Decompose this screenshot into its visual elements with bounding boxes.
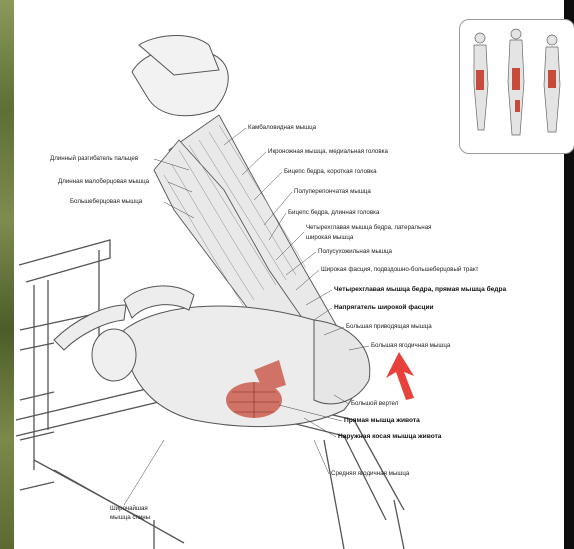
anatomy-figure: Длинный разгибатель пальцев Длинная мало… (14, 0, 564, 549)
red-arrow (386, 352, 414, 400)
label-semitendinosus: Полусухожильная мышца (318, 249, 392, 255)
label-adductor-magnus: Большая приводящая мышца (346, 324, 432, 330)
label-gluteus-medius: Средняя ягодичная мышца (331, 471, 409, 477)
inset-muscle-figures (459, 19, 574, 154)
label-extensor-digitorum-longus: Длинный разгибатель пальцев (50, 156, 138, 162)
head (92, 329, 136, 381)
label-rectus-abdominis: Прямая мышца живота (344, 418, 420, 425)
label-greater-trochanter: Большой вертел (351, 401, 398, 407)
label-latissimus-dorsi-1: Широчайшая (110, 506, 148, 512)
label-peroneus-longus: Длинная малоберцовая мышца (58, 179, 149, 185)
label-external-oblique: Наружная косая мышца живота (338, 434, 441, 441)
label-biceps-femoris-short: Бицепс бедра, короткая головка (284, 169, 377, 175)
label-vastus-lateralis-2: широкая мышца (306, 235, 353, 241)
hip (314, 320, 370, 404)
label-tensor-fasciae-latae: Напрягатель широкой фасции (334, 305, 434, 312)
label-rectus-femoris: Четырехглавая мышца бедра, прямая мышца … (334, 287, 506, 294)
label-tibialis-anterior: Большеберцовая мышца (70, 199, 142, 205)
label-biceps-femoris-long: Бицепс бедра, длинная головка (288, 210, 379, 216)
feet (132, 36, 228, 116)
label-gluteus-maximus: Большая ягодичная мышца (371, 343, 450, 349)
label-soleus: Камбаловидная мышца (248, 125, 316, 131)
label-fascia-lata-it-tract: Широкая фасция, подвздошно-большеберцовы… (321, 267, 478, 273)
label-gastrocnemius-medial: Икроножная мышца, медиальная головка (268, 149, 388, 155)
label-vastus-lateralis-1: Четырехглавая мышца бедра, латеральная (306, 225, 432, 231)
label-latissimus-dorsi-2: мышца спины (110, 515, 150, 521)
left-photo-edge (0, 0, 14, 549)
label-semimembranosus: Полуперепончатая мышца (294, 189, 371, 195)
